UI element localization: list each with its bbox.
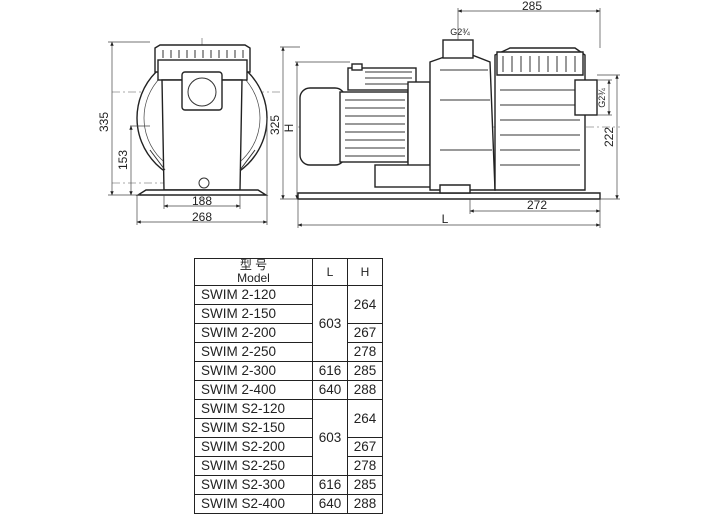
table-row: SWIM 2-400 640 288	[194, 380, 383, 400]
table-row: SWIM S2-120 603 264	[194, 399, 383, 476]
dim-side-top-length: 285	[522, 0, 542, 13]
dim-side-height: 325	[268, 115, 282, 135]
table-row: SWIM 2-120 603 264	[194, 285, 383, 362]
L-cell: 603	[312, 285, 348, 362]
pump-technical-drawing: 335 153 188 268	[97, 0, 620, 228]
dim-side-height-var: H	[282, 124, 296, 133]
header-model: 型 号 Model	[194, 258, 313, 286]
dim-front-height-axis: 153	[116, 150, 130, 170]
header-model-cn: 型 号	[239, 258, 268, 272]
H-cell: 264	[347, 399, 383, 438]
H-cell: 285	[347, 361, 383, 381]
dim-side-base-right: 272	[527, 198, 547, 212]
dim-front-height-total: 335	[97, 112, 111, 132]
header-model-en: Model	[237, 271, 270, 285]
H-cell: 267	[347, 323, 383, 343]
H-cell: 288	[347, 380, 383, 400]
H-cell: 267	[347, 437, 383, 457]
side-dimensions: 325 H 285 G2¾ G2¾ 222 272 L	[268, 0, 620, 228]
model-cell: SWIM 2-300	[194, 361, 313, 381]
table-row: SWIM 2-250 278	[194, 342, 383, 362]
H-cell: 288	[347, 494, 383, 514]
table-row: SWIM 2-200 267	[194, 323, 383, 343]
dim-front-width-base: 188	[192, 194, 212, 208]
side-view	[297, 30, 620, 200]
header-L: L	[312, 258, 348, 286]
H-cell: 278	[347, 342, 383, 362]
dim-port-side: G2¾	[597, 88, 607, 108]
model-cell: SWIM 2-150	[194, 304, 313, 324]
table-row: SWIM 2-300 616 285	[194, 361, 383, 381]
model-cell: SWIM 2-250	[194, 342, 313, 362]
table-header-row: 型 号 Model L H	[194, 258, 383, 286]
model-cell: SWIM S2-400	[194, 494, 313, 514]
table-row: SWIM S2-200 267	[194, 437, 383, 457]
table-row: SWIM S2-300 616 285	[194, 475, 383, 495]
model-cell: SWIM S2-150	[194, 418, 313, 438]
L-cell: 616	[312, 361, 348, 381]
dim-side-right-height: 222	[602, 127, 616, 147]
L-cell: 640	[312, 494, 348, 514]
H-cell: 285	[347, 475, 383, 495]
L-cell: 616	[312, 475, 348, 495]
front-dimensions: 335 153 188 268	[97, 41, 268, 225]
model-cell: SWIM 2-400	[194, 380, 313, 400]
model-cell: SWIM S2-300	[194, 475, 313, 495]
L-cell: 640	[312, 380, 348, 400]
header-H: H	[347, 258, 383, 286]
model-cell: SWIM 2-120	[194, 285, 313, 305]
H-cell: 278	[347, 456, 383, 476]
table-row: SWIM S2-250 278	[194, 456, 383, 476]
H-cell: 264	[347, 285, 383, 324]
L-cell: 603	[312, 399, 348, 476]
table-row: SWIM S2-150	[194, 418, 383, 438]
table-row: SWIM S2-400 640 288	[194, 494, 383, 514]
dim-side-length-var: L	[442, 212, 449, 226]
model-cell: SWIM 2-200	[194, 323, 313, 343]
model-cell: SWIM S2-120	[194, 399, 313, 419]
model-cell: SWIM S2-200	[194, 437, 313, 457]
model-dimension-table: 型 号 Model L H SWIM 2-120 603 264 SWIM 2-…	[194, 258, 383, 514]
front-view	[112, 38, 280, 200]
model-cell: SWIM S2-250	[194, 456, 313, 476]
dim-port-top: G2¾	[450, 27, 470, 37]
dim-front-width-total: 268	[192, 210, 212, 224]
